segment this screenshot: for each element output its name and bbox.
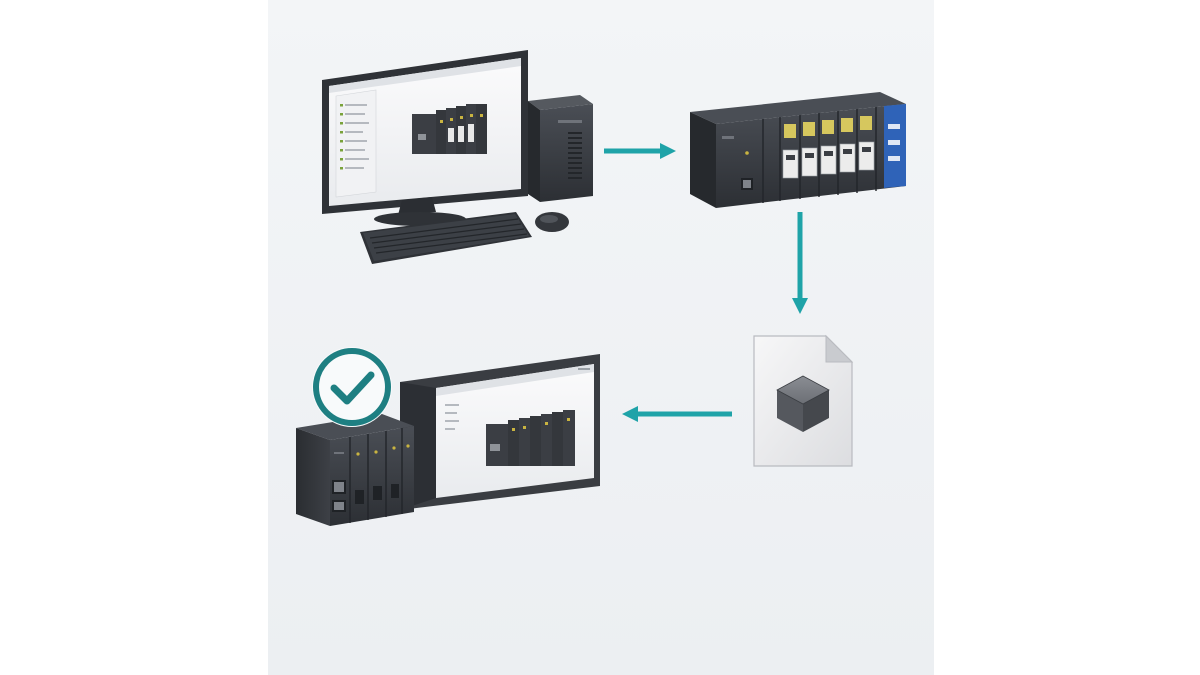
mouse	[535, 212, 569, 232]
pc-tower	[528, 95, 593, 202]
project-file-icon	[753, 334, 854, 467]
flow-arrows	[604, 142, 809, 423]
keyboard	[360, 212, 532, 264]
monitor	[322, 50, 528, 226]
desktop-computer-icon	[322, 50, 593, 264]
hmi-rack-preview	[486, 410, 575, 466]
screen-rack-preview	[412, 104, 487, 154]
check-circle-icon	[312, 347, 392, 427]
plc-with-hmi-icon	[296, 354, 600, 526]
hmi-panel	[400, 354, 600, 510]
plc-modules	[296, 414, 414, 526]
cube-icon	[776, 375, 830, 432]
plc-rack-icon	[690, 92, 906, 208]
